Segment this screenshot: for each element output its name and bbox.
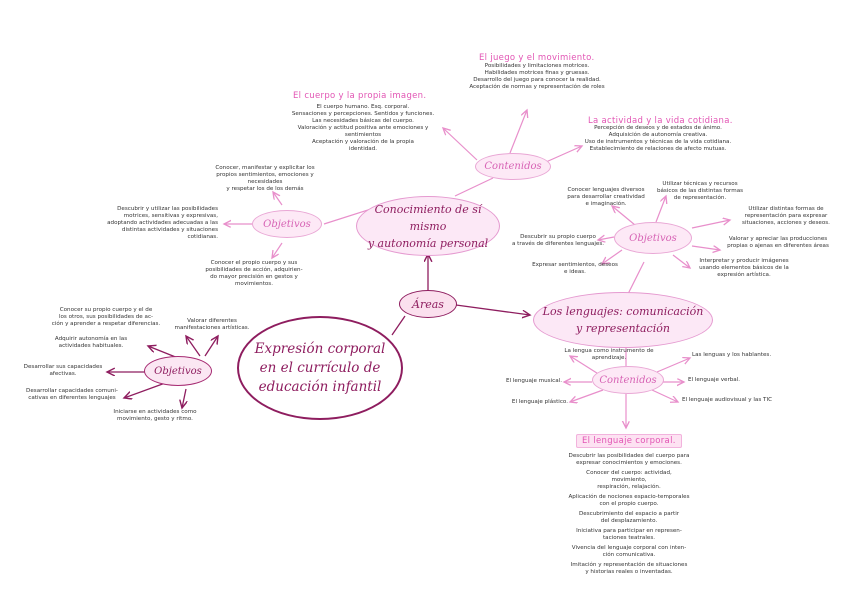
areas-label: Áreas <box>412 297 444 311</box>
topic-body-cuerpo: El cuerpo humano. Esq. corporal. Sensaci… <box>291 104 435 152</box>
areas-node[interactable]: Áreas <box>399 290 457 318</box>
lenguajes-contenido-6: El lenguaje audiovisual y las TIC <box>682 397 773 403</box>
topic-heading-juego: El juego y el movimiento. <box>479 53 595 63</box>
central-objetivo-3: Adquirir autonomía en las actividades ha… <box>54 336 128 349</box>
lenguajes-contenidos-label: Contenidos <box>599 374 657 386</box>
conocimiento-objetivo-2: Descubrir y utilizar las posibilidades m… <box>107 206 218 240</box>
corporal-heading: El lenguaje corporal. <box>576 434 682 448</box>
central-objetivo-6: Iniciarse en actividades como movimiento… <box>113 409 197 422</box>
corporal-item: Descubrimiento del espacio a partir del … <box>578 511 680 524</box>
conocimiento-node[interactable]: Conocimiento de sí mismo y autonomía per… <box>356 196 500 256</box>
corporal-item: Descubrir las posibilidades del cuerpo p… <box>568 453 690 466</box>
lenguajes-contenido-5: El lenguaje plástico. <box>511 399 568 405</box>
lenguajes-objetivo-2: Utilizar técnicas y recursos básicos de … <box>656 181 744 201</box>
lenguajes-objetivos-label: Objetivos <box>629 232 677 244</box>
topic-heading-cuerpo: El cuerpo y la propia imagen. <box>293 91 427 101</box>
central-objetivo-2: Valorar diferentes manifestaciones artís… <box>174 318 250 331</box>
conocimiento-label: Conocimiento de sí mismo y autonomía per… <box>367 202 489 250</box>
lenguajes-objetivo-1: Conocer lenguajes diversos para desarrol… <box>567 187 645 207</box>
topic-body-actividad: Percepción de deseos y de estados de áni… <box>584 125 732 152</box>
lenguajes-objetivos-node[interactable]: Objetivos <box>614 222 692 254</box>
lenguajes-contenido-4: El lenguaje verbal. <box>688 377 741 383</box>
lenguajes-node[interactable]: Los lenguajes: comunicación y representa… <box>533 292 713 348</box>
corporal-list: Descubrir las posibilidades del cuerpo p… <box>568 453 690 576</box>
lenguajes-objetivo-5: Valorar y apreciar las producciones prop… <box>727 236 829 249</box>
central-topic-label: Expresión corporal en el currículo de ed… <box>254 340 386 395</box>
corporal-item: Aplicación de nociones espacio-temporale… <box>568 494 690 507</box>
corporal-heading-label: El lenguaje corporal. <box>576 434 682 448</box>
central-objetivo-5: Desarrollar capacidades comuni- cativas … <box>26 388 118 401</box>
lenguajes-objetivo-7: Interpretar y producir imágenes usando e… <box>699 258 789 278</box>
lenguajes-contenido-3: El lenguaje musical. <box>505 378 562 384</box>
lenguajes-objetivo-3: Utilizar distintas formas de representac… <box>742 206 830 226</box>
central-objetivo-1: Conocer su propio cuerpo y el de los otr… <box>51 307 161 327</box>
conocimiento-objetivo-3: Conocer el propio cuerpo y sus posibilid… <box>205 260 303 287</box>
conocimiento-objetivos-label: Objetivos <box>263 218 311 230</box>
lenguajes-contenidos-node[interactable]: Contenidos <box>592 366 664 394</box>
topic-heading-actividad: La actividad y la vida cotidiana. <box>588 116 733 126</box>
central-objetivos-node[interactable]: Objetivos <box>144 356 212 386</box>
conocimiento-contenidos-label: Contenidos <box>484 161 542 172</box>
conocimiento-objetivos-node[interactable]: Objetivos <box>252 210 322 238</box>
corporal-item: Conocer del cuerpo: actividad, movimient… <box>586 470 672 490</box>
corporal-item: Imitación y representación de situacione… <box>570 562 688 575</box>
lenguajes-contenido-2: Las lenguas y los hablantes. <box>692 352 772 358</box>
arrow-center-areas <box>391 315 406 336</box>
lenguajes-contenido-1: La lengua como instrumento de aprendizaj… <box>564 348 654 361</box>
central-objetivos-label: Objetivos <box>154 365 202 377</box>
central-objetivo-4: Desarrollar sus capacidades afectivas. <box>23 364 103 377</box>
corporal-item: Vivencia del lenguaje corporal con inten… <box>571 545 687 558</box>
arrow-areas-lenguajes <box>455 304 530 315</box>
lenguajes-objetivo-4: Descubrir su propio cuerpo a través de d… <box>511 234 605 247</box>
lenguajes-label: Los lenguajes: comunicación y representa… <box>542 305 704 335</box>
conocimiento-objetivo-1: Conocer, manifestar y explicitar los pro… <box>215 165 315 192</box>
conocimiento-contenidos-node[interactable]: Contenidos <box>475 153 551 180</box>
topic-body-juego: Posibilidades y limitaciones motrices. H… <box>469 63 605 90</box>
lenguajes-objetivo-6: Expresar sentimientos, deseos e ideas. <box>532 262 618 275</box>
central-topic-node[interactable]: Expresión corporal en el currículo de ed… <box>237 316 403 420</box>
corporal-item: Iniciativa para participar en represen- … <box>576 528 682 541</box>
